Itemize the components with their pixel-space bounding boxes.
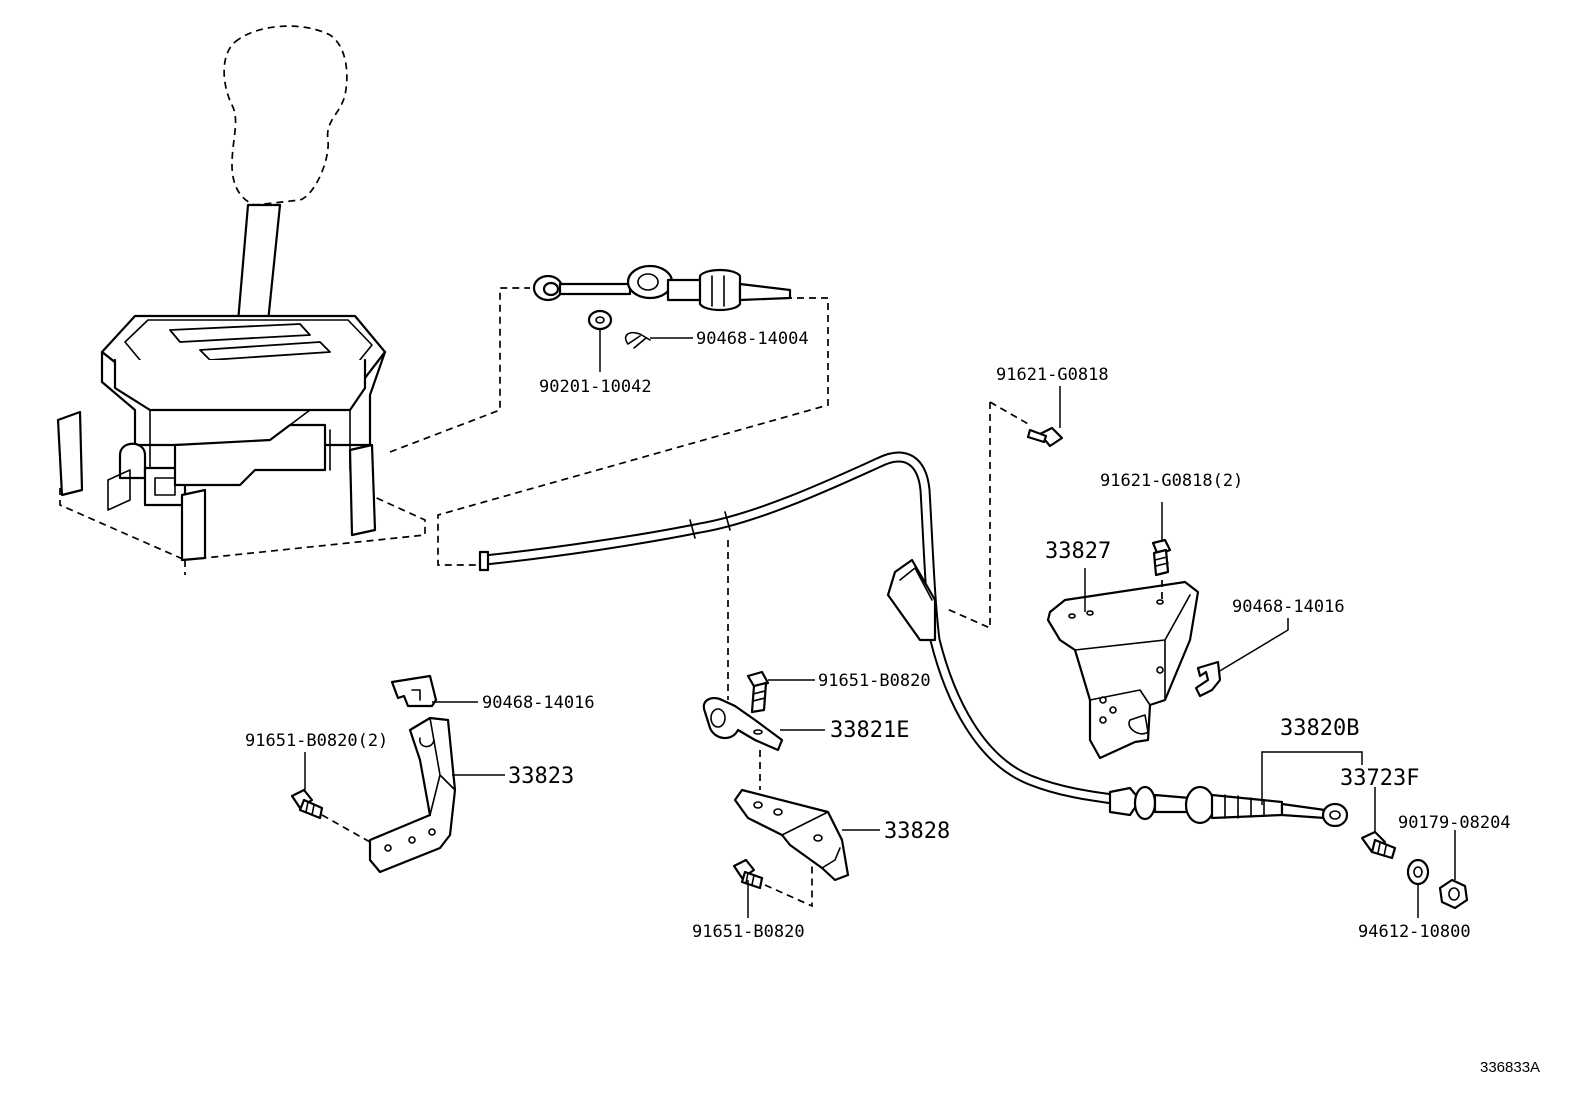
bolt-91651-B0820-bottom[interactable]: 91651-B0820 — [692, 858, 805, 942]
cable-end-fittings[interactable] — [1108, 785, 1349, 828]
label-91651-B0820-2: 91651-B0820(2) — [245, 731, 388, 751]
bolt-91651-B0820-mid[interactable]: 91651-B0820 — [746, 670, 931, 714]
label-33823: 33823 — [508, 764, 574, 789]
bracket-33828[interactable]: 33828 — [733, 788, 950, 882]
label-91621-G0818-2: 91621-G0818(2) — [1100, 471, 1243, 491]
clip-90468-14016-right[interactable]: 90468-14016 — [1194, 597, 1345, 698]
diagram-reference-code: 336833A — [1480, 1059, 1540, 1076]
shift-cable-33820B[interactable] — [478, 451, 1126, 806]
label-90468-14004: 90468-14004 — [696, 329, 809, 349]
label-33828: 33828 — [884, 819, 950, 844]
label-90468-14016-right: 90468-14016 — [1232, 597, 1345, 617]
label-91651-B0820-mid: 91651-B0820 — [818, 671, 931, 691]
label-33723F: 33723F — [1340, 766, 1419, 791]
bolt-91621-G0818[interactable]: 91621-G0818 — [996, 365, 1109, 448]
label-91621-G0818: 91621-G0818 — [996, 365, 1109, 385]
cable-end-assembly[interactable] — [532, 264, 792, 312]
bolt-91621-G0818-2[interactable]: 91621-G0818(2) — [1100, 471, 1243, 600]
label-94612-10800: 94612-10800 — [1358, 922, 1471, 942]
label-91651-B0820-bottom: 91651-B0820 — [692, 922, 805, 942]
label-33827: 33827 — [1045, 539, 1111, 564]
bracket-33823[interactable]: 33823 — [368, 716, 574, 874]
washer-90201-10042[interactable]: 90201-10042 — [539, 309, 652, 397]
label-33821E: 33821E — [830, 718, 909, 743]
label-90201-10042: 90201-10042 — [539, 377, 652, 397]
clamp-33821E[interactable]: 33821E — [702, 696, 910, 752]
label-90468-14016-left: 90468-14016 — [482, 693, 595, 713]
label-33820B: 33820B — [1280, 716, 1359, 741]
clip-90468-14016-left[interactable]: 90468-14016 — [390, 674, 595, 713]
shift-lever-assembly[interactable] — [56, 25, 426, 575]
bolt-33723F[interactable]: 33723F — [1340, 766, 1419, 860]
label-90179-08204: 90179-08204 — [1398, 813, 1511, 833]
bolt-91651-B0820-2[interactable]: 91651-B0820(2) — [245, 731, 388, 820]
bracket-33827[interactable]: 33827 — [1045, 539, 1200, 760]
washer-94612-10800[interactable]: 94612-10800 — [1358, 858, 1471, 942]
clip-90468-14004[interactable]: 90468-14004 — [624, 329, 809, 349]
nut-90179-08204[interactable]: 90179-08204 — [1398, 813, 1511, 910]
